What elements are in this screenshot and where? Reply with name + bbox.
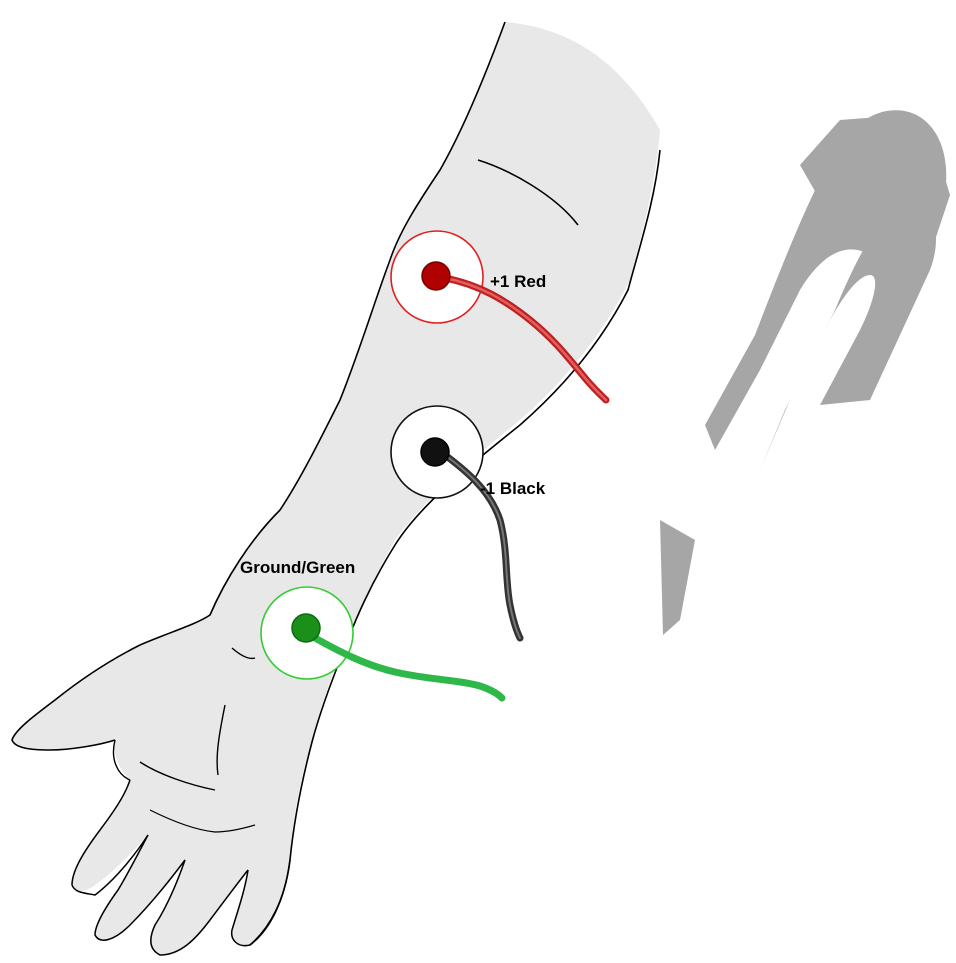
arm xyxy=(12,22,660,955)
electrode-ground-snap xyxy=(292,614,320,642)
arm-shape xyxy=(12,22,660,955)
watermark-L xyxy=(660,520,695,635)
electrode-negative: -1 Black xyxy=(391,406,546,638)
electrode-ground-label: Ground/Green xyxy=(240,558,355,577)
electrode-negative-snap xyxy=(421,438,449,466)
watermark xyxy=(660,110,950,635)
electrode-positive-snap xyxy=(422,262,450,290)
electrode-positive-label: +1 Red xyxy=(490,272,546,291)
electrode-negative-label: -1 Black xyxy=(480,479,546,498)
